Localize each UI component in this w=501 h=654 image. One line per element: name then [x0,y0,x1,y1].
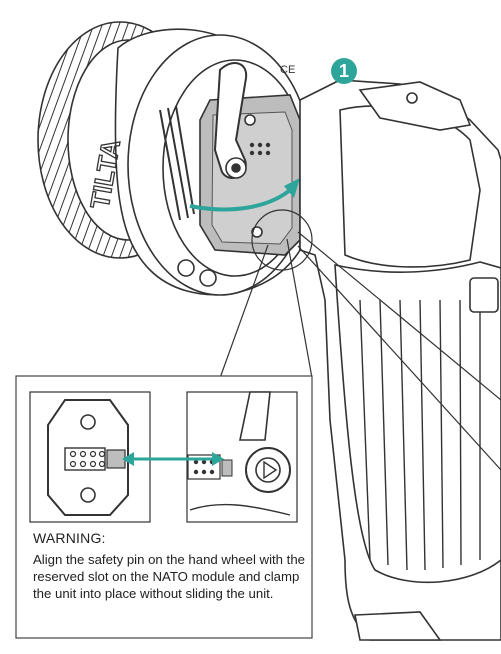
rotation-arrow-icon [189,178,300,212]
nato-module-detail [29,391,151,523]
double-arrow-icon [122,452,224,466]
warning-title: WARNING: [33,530,106,546]
ce-mark-icon: CE [280,64,295,76]
warning-text: Align the safety pin on the hand wheel w… [33,552,305,601]
callout-lines [219,209,501,471]
hand-wheel: TILTA CE [37,21,313,296]
step-number-icon: 1 [331,58,357,84]
hand-wheel-pin-detail [186,391,298,523]
handle-grip [299,79,501,641]
